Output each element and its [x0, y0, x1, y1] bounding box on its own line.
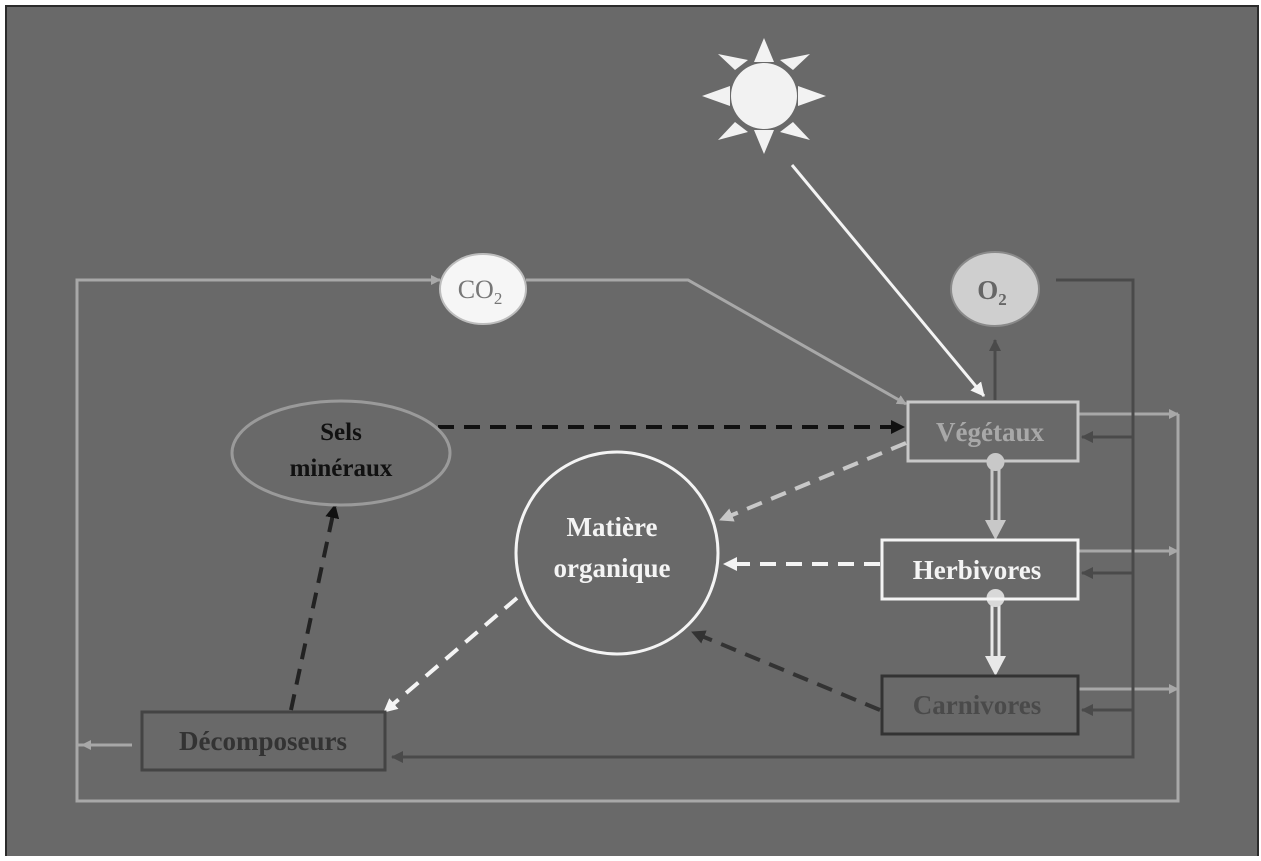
organic-matter-label-line1: Matière: [567, 512, 658, 542]
plants-label: Végétaux: [936, 417, 1044, 447]
co2-node: CO2: [439, 253, 527, 325]
o2-label: O2: [977, 275, 1007, 309]
oxygen-loop: [391, 278, 1135, 763]
mineral-salts-label-line1: Sels: [320, 419, 362, 446]
outer-cycle-loop: [75, 275, 1180, 803]
decomposers-label: Décomposeurs: [179, 726, 347, 756]
herbivores-label: Herbivores: [913, 555, 1041, 585]
plants-to-herbivores-arrow: [985, 453, 1006, 540]
mineral-salts-node: Sels minéraux: [230, 399, 452, 507]
co2-label: CO2: [458, 275, 503, 308]
decomposers-to-minerals-arrow: [289, 504, 340, 711]
decomposers-node: Décomposeurs: [140, 710, 387, 772]
mineral-salts-label-line2: minéraux: [290, 455, 393, 482]
o2-node: O2: [950, 251, 1040, 327]
sunlight-arrow: [790, 164, 986, 397]
sun-icon: [702, 38, 826, 154]
carnivores-to-organic-matter-arrow: [691, 630, 881, 712]
herbivores-node: Herbivores: [880, 538, 1080, 601]
organic-matter-to-decomposers-arrow: [382, 596, 519, 714]
organic-matter-label-line2: organique: [553, 553, 670, 583]
organic-matter-node: Matière organique: [514, 450, 720, 656]
plants-to-organic-matter-arrow: [719, 441, 907, 522]
plants-node: Végétaux: [906, 400, 1080, 463]
diagram-frame: [5, 5, 1259, 861]
carnivores-node: Carnivores: [880, 674, 1080, 736]
carnivores-label: Carnivores: [913, 690, 1042, 720]
